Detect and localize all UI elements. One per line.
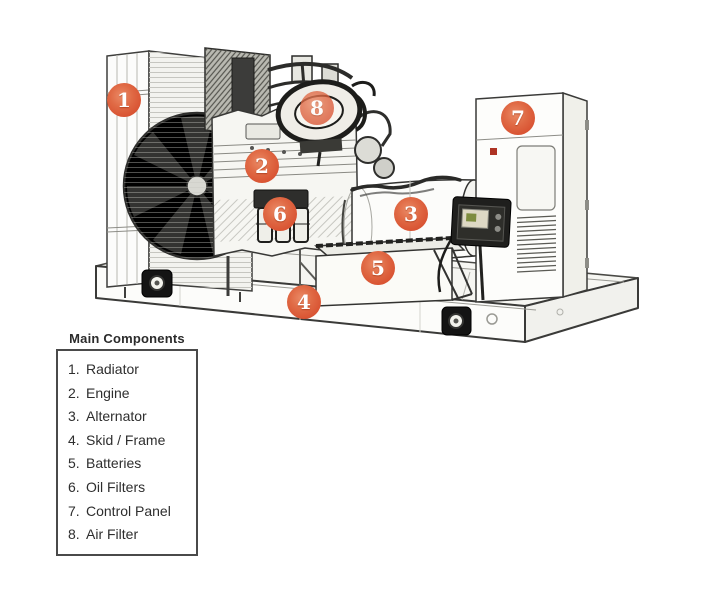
legend-item-3: 3. Alternator <box>68 405 192 429</box>
lifting-eye-right <box>441 306 472 336</box>
callout-badge-4: 4 <box>287 285 321 319</box>
legend-item-8: 8. Air Filter <box>68 523 192 547</box>
legend-item-7: 7. Control Panel <box>68 500 192 524</box>
legend-item-label: Batteries <box>86 455 142 472</box>
legend-item-label: Oil Filters <box>86 478 146 495</box>
callout-badge-3: 3 <box>394 197 428 231</box>
legend-item-number: 7. <box>68 502 80 519</box>
legend-item-number: 5. <box>68 455 80 472</box>
legend-item-number: 3. <box>68 408 80 425</box>
control-panel-drawing <box>475 91 589 303</box>
legend-item-2: 2. Engine <box>68 382 192 406</box>
callout-badge-2: 2 <box>245 149 279 183</box>
legend-item-label: Alternator <box>86 408 147 425</box>
legend-item-5: 5. Batteries <box>68 452 192 476</box>
legend-item-label: Control Panel <box>86 502 171 519</box>
legend-item-1: 1. Radiator <box>68 358 192 382</box>
legend-item-number: 4. <box>68 431 80 448</box>
legend-item-4: 4. Skid / Frame <box>68 429 192 453</box>
legend-title: Main Components <box>69 331 185 346</box>
panel-logo-mark <box>490 148 497 155</box>
legend-box: 1. Radiator 2. Engine 3. Alternator 4. Skid … <box>56 349 198 556</box>
legend-item-number: 1. <box>68 361 80 377</box>
legend-item-label: Air Filter <box>86 526 139 543</box>
legend-item-label: Engine <box>86 384 130 401</box>
legend-item-number: 8. <box>68 526 80 543</box>
display-module-drawing <box>437 196 512 301</box>
callout-badge-8: 8 <box>300 91 334 125</box>
lifting-eye-left <box>141 269 173 298</box>
callout-badge-6: 6 <box>263 197 297 231</box>
legend-item-number: 6. <box>68 478 80 495</box>
callout-badge-1: 1 <box>107 83 141 117</box>
callout-badge-7: 7 <box>501 101 535 135</box>
turbo-housing-drawing <box>354 110 395 179</box>
legend-item-label: Skid / Frame <box>86 431 166 448</box>
callout-badge-5: 5 <box>361 251 395 285</box>
legend-item-label: Radiator <box>86 361 139 377</box>
legend-item-6: 6. Oil Filters <box>68 476 192 500</box>
legend-item-number: 2. <box>68 384 80 401</box>
